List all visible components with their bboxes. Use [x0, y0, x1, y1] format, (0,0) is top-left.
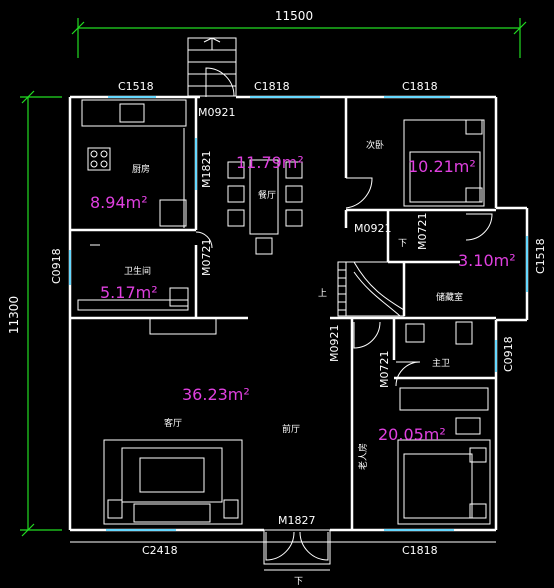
- area-bath: 5.17m²: [100, 283, 158, 302]
- room-elder: 老人房: [357, 443, 369, 470]
- code-c1818-top-right: C1818: [402, 80, 438, 93]
- code-c1818-bottom: C1818: [402, 544, 438, 557]
- living-furniture: [103, 317, 243, 525]
- stair-up-mid: 上: [318, 288, 327, 299]
- bedroom2-bed: [403, 119, 485, 207]
- stairs: [337, 261, 405, 317]
- height-dimension-label: 11300: [7, 296, 21, 334]
- bath-fixtures: [77, 244, 189, 311]
- room-bath: 卫生间: [124, 265, 151, 277]
- code-m0721-right: M0721: [416, 213, 429, 251]
- code-m0721-left: M0721: [200, 239, 213, 277]
- room-bedroom2: 次卧: [366, 139, 384, 151]
- windows: [69, 96, 528, 531]
- code-m1821: M1821: [200, 151, 213, 189]
- elder-bed: [397, 417, 491, 525]
- master-bath-fixtures: [399, 321, 489, 411]
- room-dining: 餐厅: [258, 189, 276, 201]
- code-m0921-top: M0921: [198, 106, 236, 119]
- code-c1818-top-mid: C1818: [254, 80, 290, 93]
- top-steps: [187, 37, 237, 97]
- room-mainbath: 主卫: [432, 357, 450, 369]
- code-m0921-mid: M0921: [354, 222, 392, 235]
- kitchen-fixtures: [81, 99, 187, 228]
- code-c0918-right: C0918: [502, 336, 515, 372]
- code-c2418: C2418: [142, 544, 178, 557]
- stair-down-bottom: 下: [294, 577, 303, 587]
- code-m0721-lower: M0721: [378, 351, 391, 389]
- area-storage: 3.10m²: [458, 251, 516, 270]
- code-c1518-top: C1518: [118, 80, 154, 93]
- area-kitchen: 8.94m²: [90, 193, 148, 212]
- area-bedroom2: 10.21m²: [408, 157, 476, 176]
- room-storage: 储藏室: [436, 291, 463, 303]
- left-dimension: 11300: [7, 90, 62, 537]
- room-hall: 前厅: [282, 423, 300, 435]
- dining-table: [227, 159, 303, 255]
- code-c1518-right: C1518: [534, 238, 547, 274]
- code-m0921-lower: M0921: [328, 325, 341, 363]
- stair-down-mid: 下: [398, 239, 407, 249]
- top-dimension: 11500: [71, 9, 527, 58]
- area-living: 36.23m²: [182, 385, 250, 404]
- room-living: 客厅: [164, 417, 182, 429]
- width-dimension-label: 11500: [275, 9, 313, 23]
- interior-walls: [70, 97, 496, 530]
- code-m1827: M1827: [278, 514, 316, 527]
- area-master: 20.05m²: [378, 425, 446, 444]
- room-kitchen: 厨房: [132, 163, 150, 175]
- code-c0918-left: C0918: [50, 248, 63, 284]
- area-dining: 11.79m²: [236, 153, 304, 172]
- doors: [70, 67, 496, 571]
